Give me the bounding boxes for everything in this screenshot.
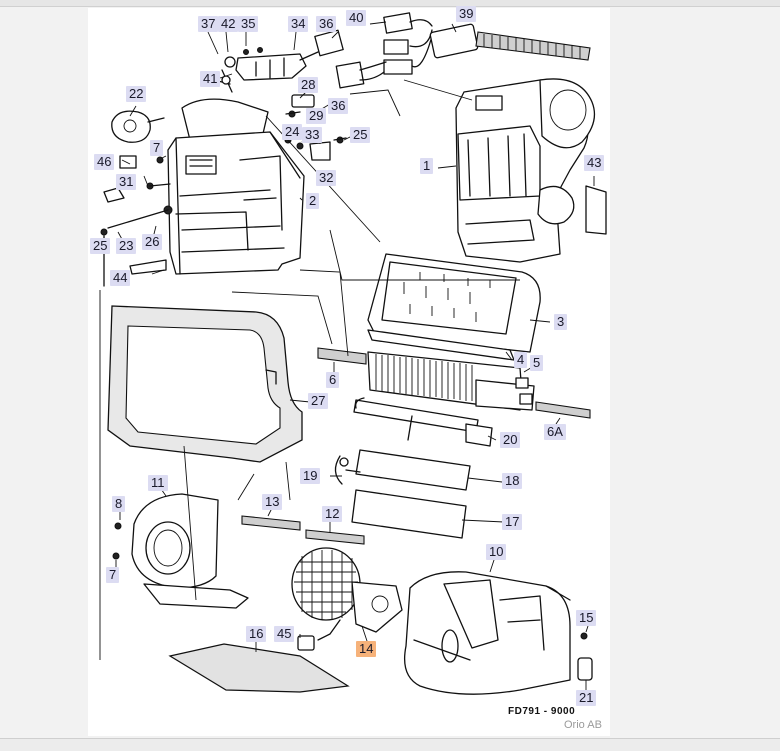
callout-25-top[interactable]: 25 <box>350 127 371 143</box>
copyright-text: Orio AB <box>564 719 602 731</box>
callout-36-mid[interactable]: 36 <box>328 98 349 114</box>
heater-matrix <box>317 347 591 419</box>
callout-11[interactable]: 11 <box>148 475 168 491</box>
callout-12[interactable]: 12 <box>322 506 343 522</box>
callout-33[interactable]: 33 <box>302 127 323 143</box>
callout-17[interactable]: 17 <box>502 514 523 530</box>
callout-1[interactable]: 1 <box>420 158 434 174</box>
insulation-pad <box>168 643 350 693</box>
callout-22[interactable]: 22 <box>126 86 147 102</box>
callout-10[interactable]: 10 <box>486 544 507 560</box>
callout-43[interactable]: 43 <box>584 155 605 171</box>
callout-28[interactable]: 28 <box>298 77 319 93</box>
drawing-code: FD791 - 9000 <box>508 706 576 717</box>
callout-25-left[interactable]: 25 <box>90 238 111 254</box>
callout-41[interactable]: 41 <box>200 71 221 87</box>
callout-15[interactable]: 15 <box>576 610 597 626</box>
callout-14-highlighted[interactable]: 14 <box>356 641 377 657</box>
callout-2[interactable]: 2 <box>306 193 320 209</box>
heater-housing <box>100 98 305 287</box>
callout-13[interactable]: 13 <box>262 494 283 510</box>
blower-housing-right <box>403 571 593 695</box>
callout-6[interactable]: 6 <box>326 372 340 388</box>
seal-gasket <box>107 305 303 463</box>
air-flap-18 <box>334 449 471 539</box>
window-top-bar <box>0 0 780 7</box>
callout-6A[interactable]: 6A <box>544 424 566 440</box>
callout-23[interactable]: 23 <box>116 238 137 254</box>
callout-37[interactable]: 37 <box>198 16 219 32</box>
callout-34[interactable]: 34 <box>288 16 309 32</box>
window-bottom-bar <box>0 738 780 751</box>
callout-29[interactable]: 29 <box>306 108 327 124</box>
callout-18[interactable]: 18 <box>502 473 523 489</box>
callout-44[interactable]: 44 <box>110 270 131 286</box>
air-flap-20 <box>353 397 493 447</box>
callout-8[interactable]: 8 <box>112 496 126 512</box>
callout-24[interactable]: 24 <box>282 124 303 140</box>
callout-31[interactable]: 31 <box>116 174 137 190</box>
callout-16[interactable]: 16 <box>246 626 267 642</box>
callout-35[interactable]: 35 <box>238 16 259 32</box>
callout-36-top[interactable]: 36 <box>316 16 337 32</box>
callout-27[interactable]: 27 <box>308 393 329 409</box>
pollen-filter <box>367 253 541 361</box>
callout-45[interactable]: 45 <box>274 626 295 642</box>
callout-3[interactable]: 3 <box>554 314 568 330</box>
blower-fan-motor <box>291 547 403 651</box>
strip-seals <box>241 515 365 545</box>
callout-42[interactable]: 42 <box>218 16 239 32</box>
callout-4[interactable]: 4 <box>514 352 528 368</box>
wiring-connectors <box>314 12 591 89</box>
flap-motor <box>111 110 165 143</box>
callout-46[interactable]: 46 <box>94 154 115 170</box>
callout-7-bottom[interactable]: 7 <box>106 567 120 583</box>
callout-21[interactable]: 21 <box>576 690 597 706</box>
callout-40[interactable]: 40 <box>346 10 367 26</box>
callout-20[interactable]: 20 <box>500 432 521 448</box>
callout-7-top[interactable]: 7 <box>150 140 164 156</box>
callout-5[interactable]: 5 <box>530 355 544 371</box>
blower-housing-left <box>112 493 249 609</box>
callout-26[interactable]: 26 <box>142 234 163 250</box>
callout-32[interactable]: 32 <box>316 170 337 186</box>
flap-actuator-bracket <box>213 47 319 93</box>
callout-39[interactable]: 39 <box>456 6 477 22</box>
callout-19[interactable]: 19 <box>300 468 321 484</box>
air-inlet-housing <box>455 78 607 263</box>
